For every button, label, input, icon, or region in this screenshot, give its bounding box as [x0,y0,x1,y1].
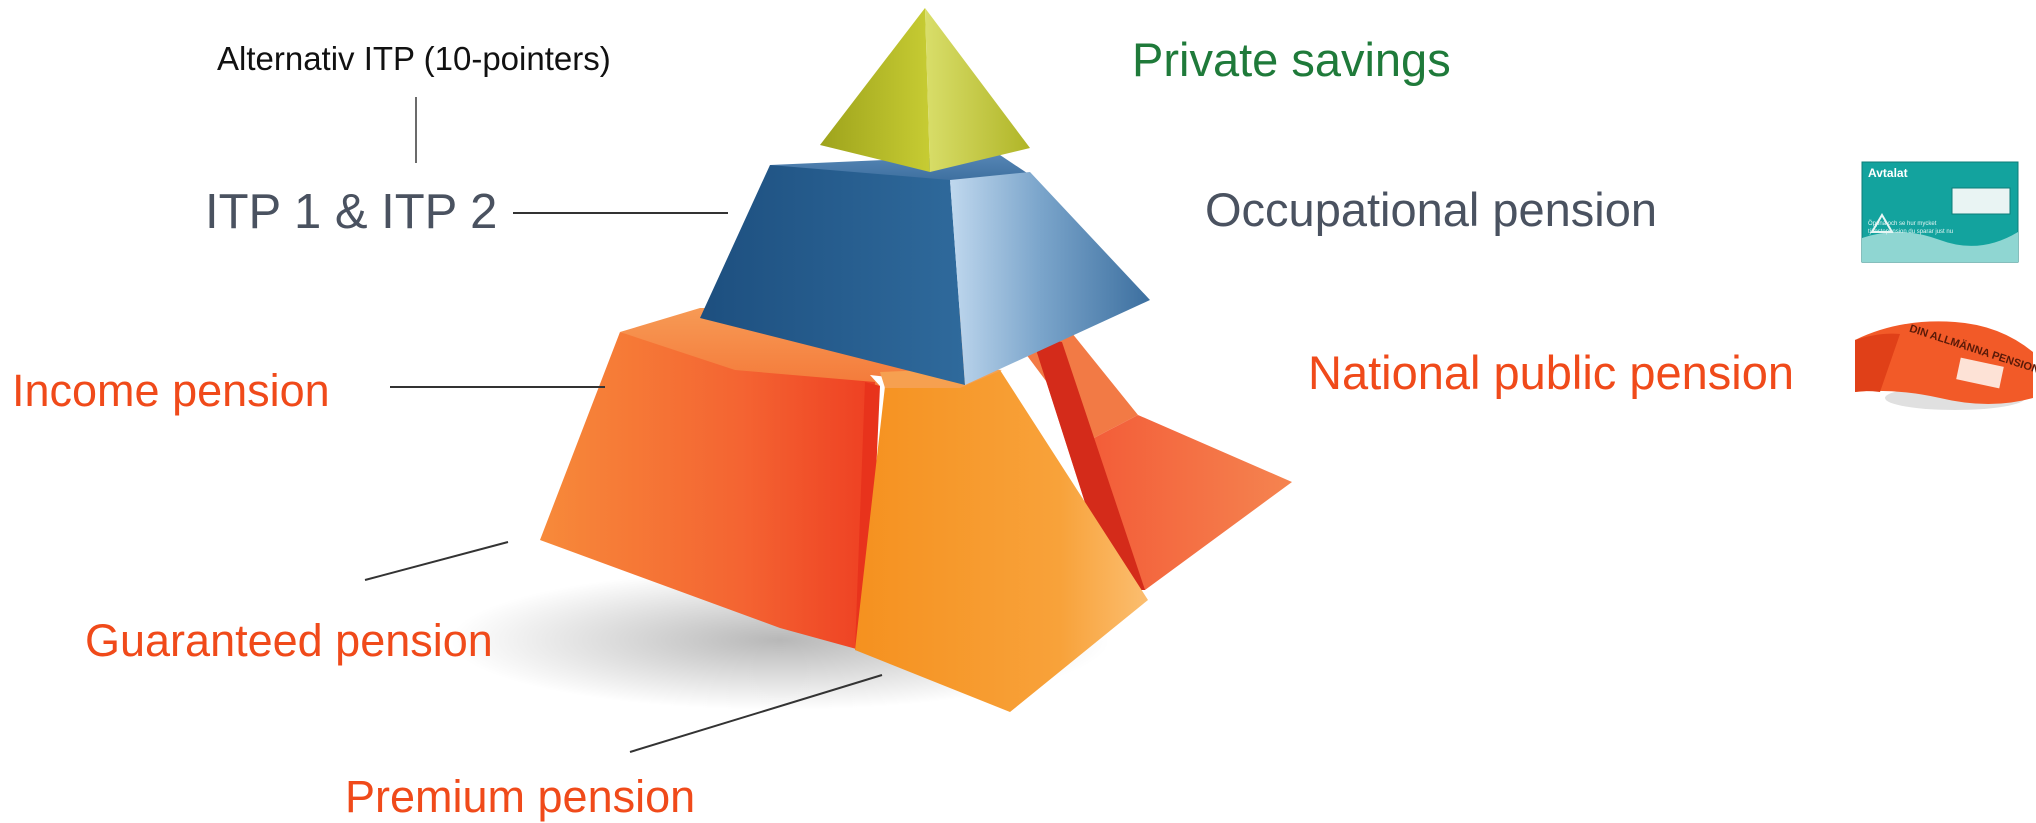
label-private-savings: Private savings [1132,33,1451,86]
top-left-face [820,8,930,172]
middle-left-face [700,165,965,385]
bottom-right-gap [1032,337,1145,590]
top-right-face [925,8,1030,172]
label-itp-alternative: Alternativ ITP (10-pointers) [217,40,611,77]
label-guaranteed-pension: Guaranteed pension [85,615,493,666]
label-occupational-pension: Occupational pension [1205,183,1658,236]
bottom-left-front-face [540,332,875,650]
occupational-envelope-line1: Öppna och se hur mycket [1868,220,1937,227]
occupational-envelope-line2: tjänstepension du sparar just nu [1868,229,1953,235]
label-income-pension: Income pension [12,365,330,416]
occupational-envelope-image: Avtalat Öppna och se hur mycket tjänstep… [1861,161,2019,263]
tier-premium-pension [855,370,1148,712]
connector-guaranteed [364,541,509,581]
label-premium-pension: Premium pension [345,771,696,822]
middle-right-face [950,172,1150,385]
tier-private-savings [820,8,1030,172]
national-envelope-image: DIN ALLMÄNNA PENSION [1855,321,2036,410]
label-national-public-pension: National public pension [1308,346,1794,399]
occupational-envelope-brand: Avtalat [1868,166,1908,180]
bottom-left-edge [855,382,880,652]
label-itp-1-2: ITP 1 & ITP 2 [205,185,498,239]
connector-premium [629,674,883,753]
